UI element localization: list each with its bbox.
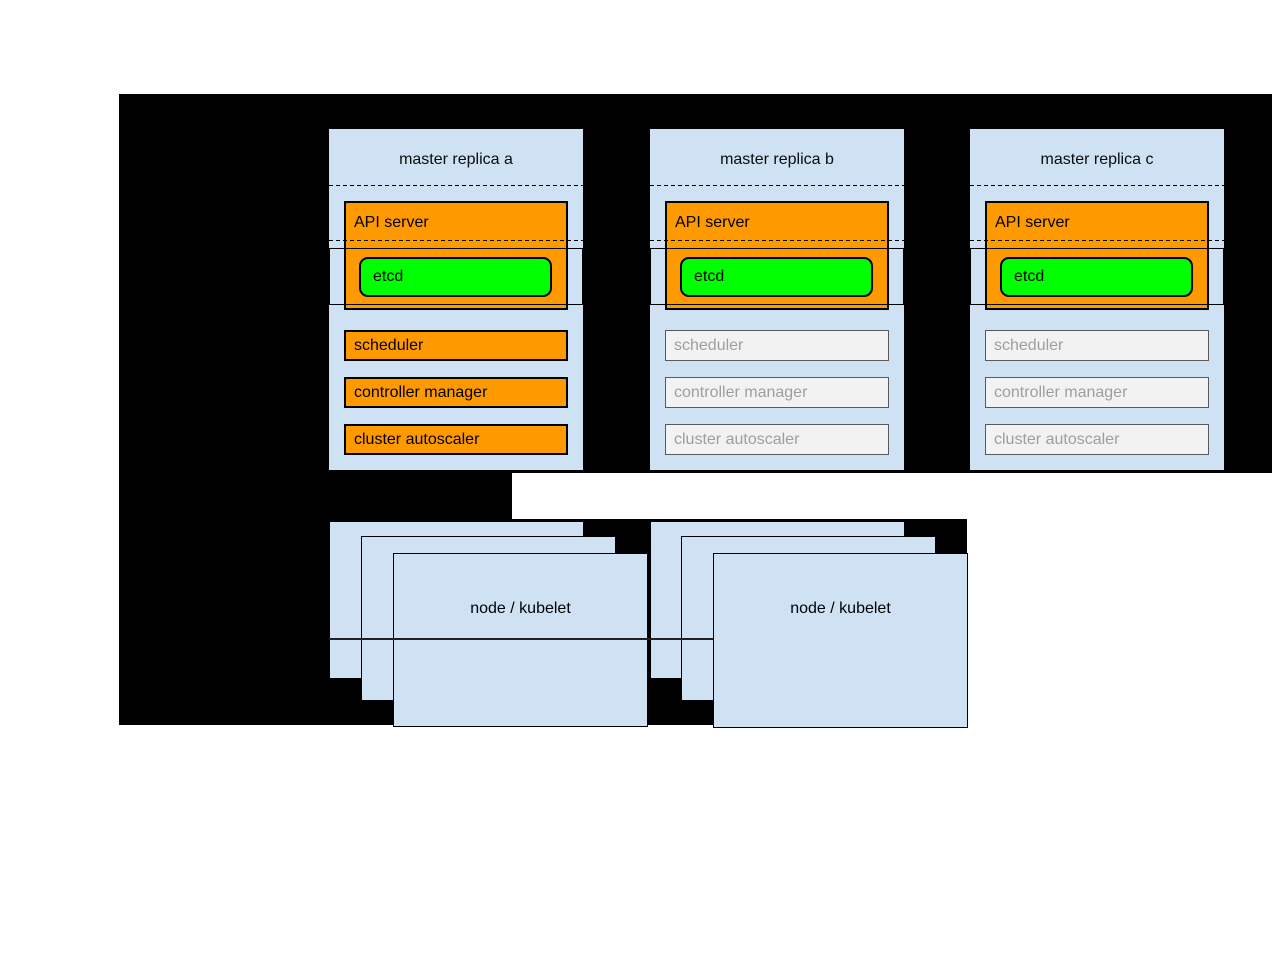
cluster-autoscaler-box: cluster autoscaler	[344, 424, 568, 455]
node-label: node / kubelet	[470, 600, 571, 617]
master-replica-b-box: master replica b API server etcd schedul…	[650, 129, 904, 470]
api-server-label: API server	[995, 214, 1070, 231]
scheduler-box: scheduler	[985, 330, 1209, 361]
scheduler-box: scheduler	[344, 330, 568, 361]
master-replica-c-box: master replica c API server etcd schedul…	[970, 129, 1224, 470]
node-box: node / kubelet	[713, 553, 968, 728]
dashed-divider	[970, 185, 1224, 186]
api-server-label: API server	[354, 214, 429, 231]
backdrop-left-strip	[119, 473, 512, 519]
node-title-separator-line	[329, 638, 713, 640]
dashed-divider	[970, 240, 1224, 241]
cluster-autoscaler-box: cluster autoscaler	[665, 424, 889, 455]
api-server-label: API server	[675, 214, 750, 231]
controller-manager-box: controller manager	[344, 377, 568, 408]
etcd-box: etcd	[359, 257, 552, 297]
master-title: master replica b	[720, 151, 834, 168]
dashed-divider	[329, 185, 583, 186]
etcd-zone-outline	[650, 248, 904, 305]
node-label: node / kubelet	[790, 600, 891, 617]
node-box: node / kubelet	[393, 553, 648, 727]
etcd-box: etcd	[680, 257, 873, 297]
master-title: master replica c	[1040, 151, 1154, 168]
controller-manager-box: controller manager	[985, 377, 1209, 408]
controller-manager-box: controller manager	[665, 377, 889, 408]
dashed-divider	[329, 240, 583, 241]
master-replica-a-box: master replica a API server etcd schedul…	[329, 129, 583, 470]
master-title: master replica a	[399, 151, 513, 168]
dashed-divider	[650, 240, 904, 241]
scheduler-box: scheduler	[665, 330, 889, 361]
etcd-zone-outline	[329, 248, 583, 305]
dashed-divider	[650, 185, 904, 186]
cluster-autoscaler-box: cluster autoscaler	[985, 424, 1209, 455]
etcd-zone-outline	[970, 248, 1224, 305]
etcd-box: etcd	[1000, 257, 1193, 297]
